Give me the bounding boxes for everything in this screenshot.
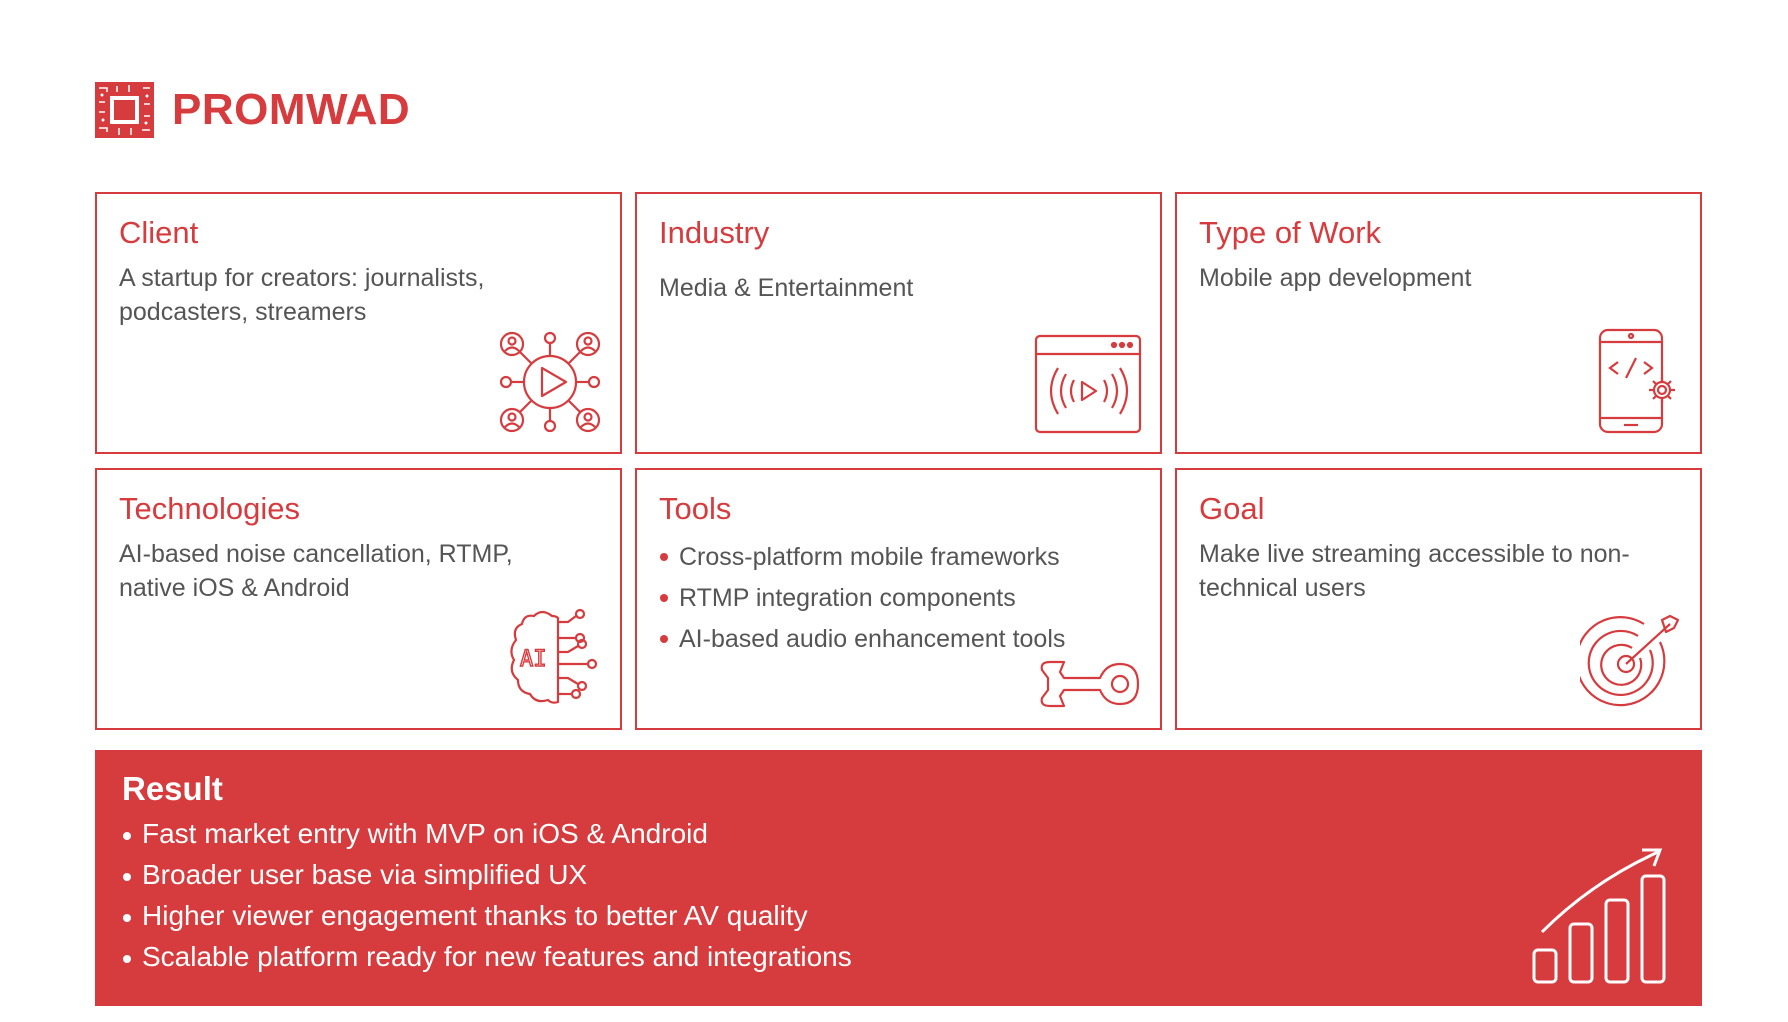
client-text: A startup for creators: journalists, pod… (119, 263, 485, 327)
client-title: Client (119, 215, 199, 250)
client-card: Client A startup for creators: journalis… (95, 192, 622, 454)
result-item: Higher viewer engagement thanks to bette… (122, 896, 1675, 937)
technologies-card: Technologies AI-based noise cancellation… (95, 468, 622, 730)
target-arrow-icon (1580, 614, 1680, 707)
tools-item: AI-based audio enhancement tools (659, 619, 1138, 660)
goal-card: Goal Make live streaming accessible to n… (1175, 468, 1702, 730)
goal-text: Make live streaming accessible to non-te… (1199, 539, 1630, 603)
browser-broadcast-icon (1034, 334, 1142, 434)
industry-card: Industry Media & Entertainment (635, 192, 1162, 454)
network-play-icon (499, 331, 601, 433)
info-grid: Client A startup for creators: journalis… (95, 192, 1702, 730)
svg-text:AI: AI (520, 647, 547, 672)
type-of-work-card: Type of Work Mobile app development (1175, 192, 1702, 454)
mobile-code-gear-icon (1598, 328, 1675, 434)
result-item: Scalable platform ready for new features… (122, 937, 1675, 978)
goal-title: Goal (1199, 491, 1265, 526)
brand-name: PROMWAD (172, 85, 411, 134)
result-item: Broader user base via simplified UX (122, 855, 1675, 896)
result-list: Fast market entry with MVP on iOS & Andr… (122, 814, 1675, 978)
industry-text: Media & Entertainment (659, 273, 914, 302)
result-title: Result (122, 770, 223, 807)
type-of-work-text: Mobile app development (1199, 263, 1472, 292)
ai-brain-icon: AI (510, 608, 598, 704)
circuit-chip-logo-icon (95, 82, 154, 138)
result-panel: Result Fast market entry with MVP on iOS… (95, 750, 1702, 1006)
industry-title: Industry (659, 215, 770, 250)
wrench-icon (1040, 660, 1140, 708)
technologies-title: Technologies (119, 491, 300, 526)
tools-card: Tools Cross-platform mobile frameworks R… (635, 468, 1162, 730)
tools-title: Tools (659, 491, 732, 526)
growth-chart-icon (1532, 848, 1666, 984)
tools-item: RTMP integration components (659, 578, 1138, 619)
tools-item: Cross-platform mobile frameworks (659, 537, 1138, 578)
tools-list: Cross-platform mobile frameworks RTMP in… (659, 537, 1138, 660)
technologies-text: AI-based noise cancellation, RTMP, nativ… (119, 539, 513, 603)
type-of-work-title: Type of Work (1199, 215, 1382, 250)
logo: PROMWAD (95, 82, 410, 138)
result-item: Fast market entry with MVP on iOS & Andr… (122, 814, 1675, 855)
